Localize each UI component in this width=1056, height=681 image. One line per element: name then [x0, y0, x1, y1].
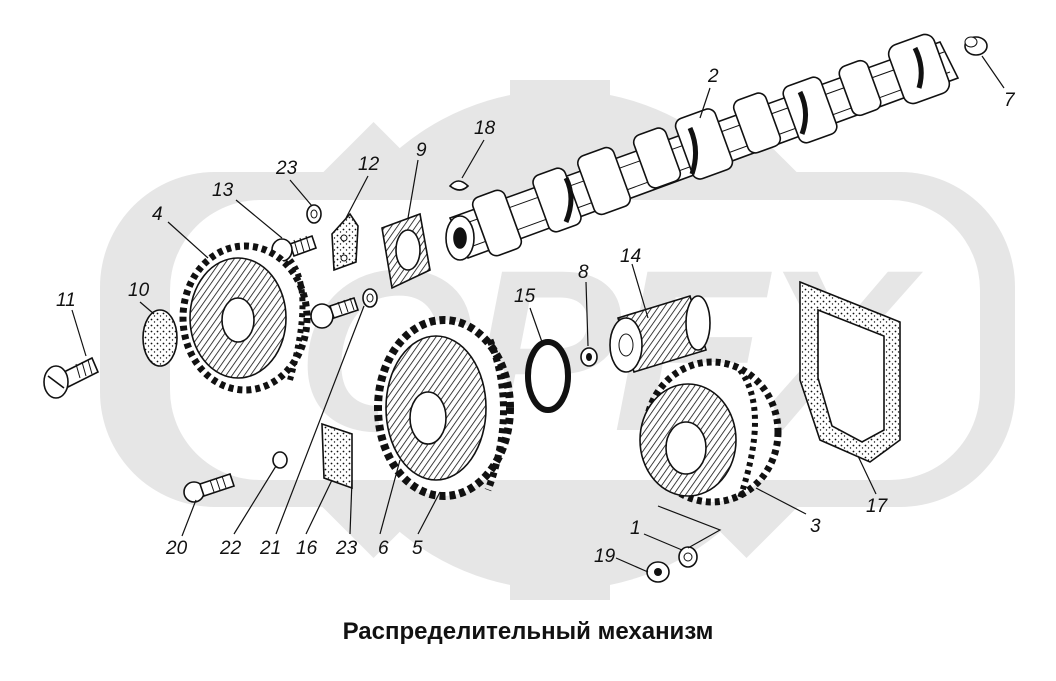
- callout-7: 7: [1004, 90, 1016, 111]
- plug: [964, 36, 988, 56]
- callout-13: 13: [212, 180, 234, 201]
- callout-8: 8: [578, 262, 589, 283]
- callout-1: 1: [630, 518, 641, 539]
- callout-17: 17: [866, 496, 889, 517]
- lock-plate-lower: [321, 422, 353, 490]
- callout-15: 15: [514, 286, 536, 307]
- callout-labels: 1 2 3 4 5 6 7 8 9 10 11 12 13 14 15 16 1…: [56, 66, 1016, 567]
- callout-2: 2: [707, 66, 719, 87]
- nut-8: [580, 347, 598, 367]
- camshaft-gear-small: [179, 242, 311, 394]
- spacer-ring: [525, 339, 571, 413]
- key: [448, 180, 470, 191]
- callout-6: 6: [378, 538, 389, 559]
- bolt-21: [310, 296, 360, 329]
- assembly-axis-lines: [657, 505, 722, 549]
- nut-19: [646, 561, 670, 583]
- special-bolt: [43, 356, 100, 399]
- callout-23-upper: 23: [275, 158, 298, 179]
- washer-1: [678, 546, 698, 568]
- gasket: [799, 280, 901, 463]
- camshaft: [445, 33, 960, 261]
- thrust-flange: [381, 212, 431, 290]
- callout-4: 4: [152, 204, 163, 225]
- washer-upper: [306, 204, 322, 224]
- camshaft-gear-large: [374, 316, 514, 500]
- callout-20: 20: [165, 538, 188, 559]
- washer-middle: [362, 288, 378, 308]
- bolt-20: [183, 472, 236, 503]
- bolt-13: [271, 234, 318, 262]
- washer-22: [272, 451, 288, 469]
- callout-21: 21: [259, 538, 281, 559]
- callout-10: 10: [128, 280, 150, 301]
- callout-9: 9: [416, 140, 427, 161]
- callout-16: 16: [296, 538, 318, 559]
- intermediate-gear: [639, 358, 782, 506]
- figure-caption: Распределительный механизм: [342, 618, 714, 645]
- callout-5: 5: [412, 538, 423, 559]
- leader-lines: [71, 55, 1005, 573]
- callout-22: 22: [219, 538, 242, 559]
- callout-11: 11: [56, 290, 76, 311]
- shim-disc: [142, 309, 178, 367]
- bushing: [609, 294, 711, 374]
- callout-19: 19: [594, 546, 616, 567]
- callout-14: 14: [620, 246, 641, 267]
- callout-3: 3: [810, 516, 821, 537]
- callout-12: 12: [358, 154, 380, 175]
- callout-18: 18: [474, 118, 496, 139]
- callout-23-lower: 23: [335, 538, 358, 559]
